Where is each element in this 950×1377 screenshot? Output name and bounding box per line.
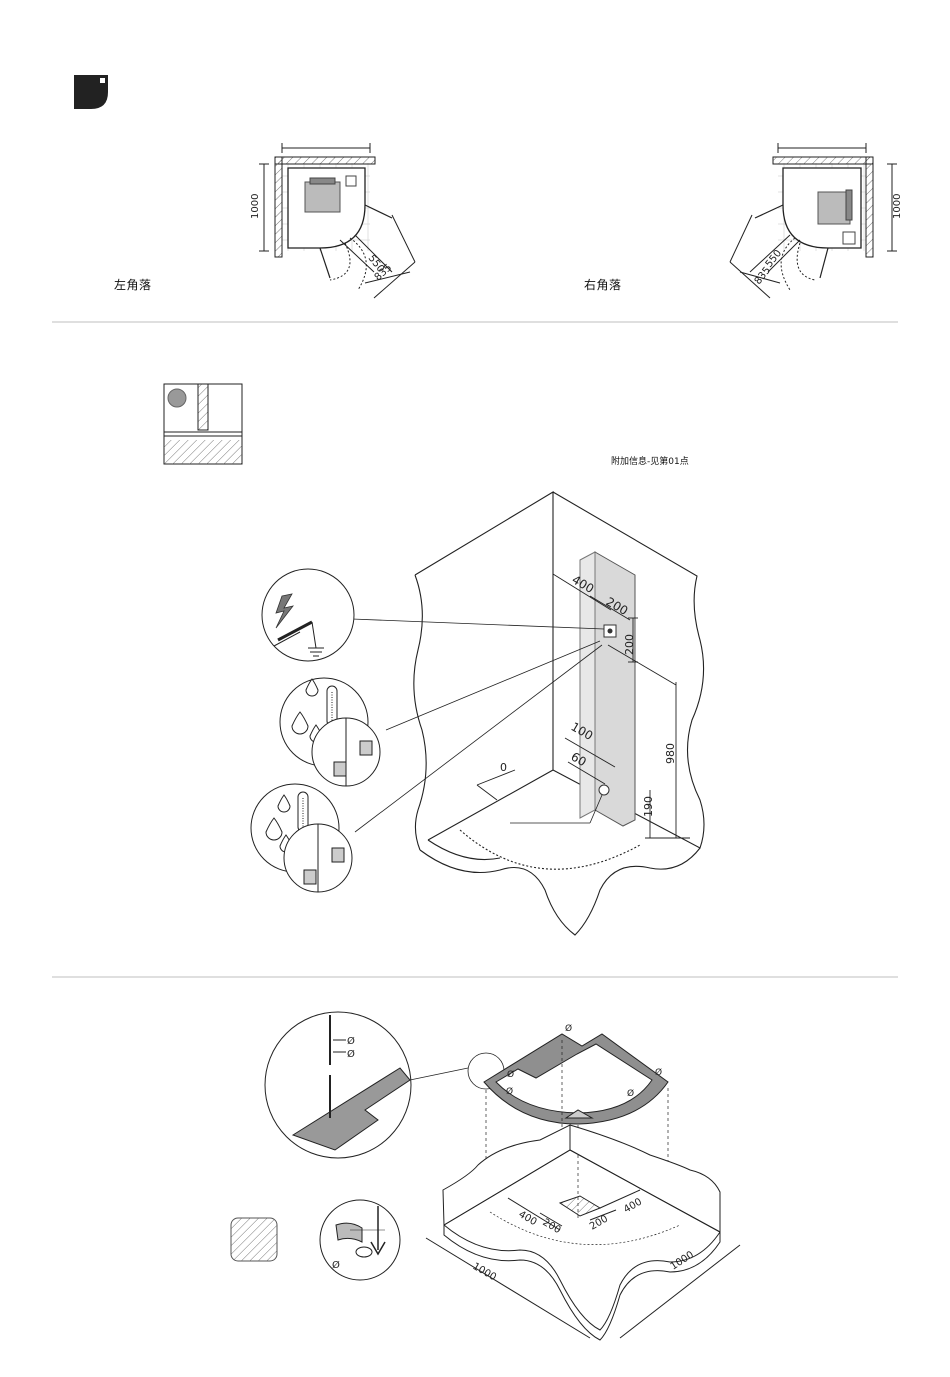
right-plan-depth-dim: 1000	[892, 194, 903, 219]
right-corner-plan	[730, 143, 897, 298]
left-corner-label: 左角落	[114, 276, 152, 293]
drill-detail-callout	[265, 1012, 504, 1158]
floor-side-left-1000: 1000	[471, 1261, 499, 1283]
left-corner-plan	[259, 143, 415, 298]
brand-logo	[74, 75, 108, 109]
additional-info-note: 附加信息-见第01点	[611, 454, 689, 467]
floor-dim-left-200: 200	[541, 1217, 563, 1236]
dim-low-height: 190	[642, 796, 655, 817]
floor-side-right-1000: 1000	[669, 1249, 696, 1272]
electrical-supply-callout	[262, 569, 354, 661]
dim-box-height: 200	[623, 634, 636, 655]
right-corner-label: 右角落	[584, 276, 622, 293]
tray-diameter-mark: Ø	[507, 1069, 514, 1080]
cold-water-callout	[251, 784, 352, 892]
floor-dim-right-400: 400	[622, 1197, 644, 1216]
tray-diameter-mark: Ø	[655, 1067, 662, 1078]
tray-diameter-mark: Ø	[506, 1086, 513, 1097]
tray-diameter-mark: Ø	[565, 1023, 572, 1034]
diameter-label: Ø	[347, 1035, 355, 1047]
floor-dim-right-200: 200	[588, 1214, 610, 1233]
corner-walls-isometric	[414, 492, 704, 935]
wall-floor-icon	[164, 384, 242, 464]
drain-diameter-mark: Ø	[332, 1259, 340, 1271]
diameter-label: Ø	[347, 1048, 355, 1060]
callout-leader-lines	[352, 619, 604, 832]
dim-zero: 0	[500, 761, 507, 774]
floor-dim-left-400: 400	[517, 1209, 539, 1228]
dim-total-height: 980	[664, 743, 677, 764]
hot-water-callout	[280, 678, 380, 786]
left-plan-depth-dim: 1000	[250, 194, 261, 219]
material-swatch-icon	[231, 1218, 277, 1261]
tray-diameter-mark: Ø	[627, 1088, 634, 1099]
